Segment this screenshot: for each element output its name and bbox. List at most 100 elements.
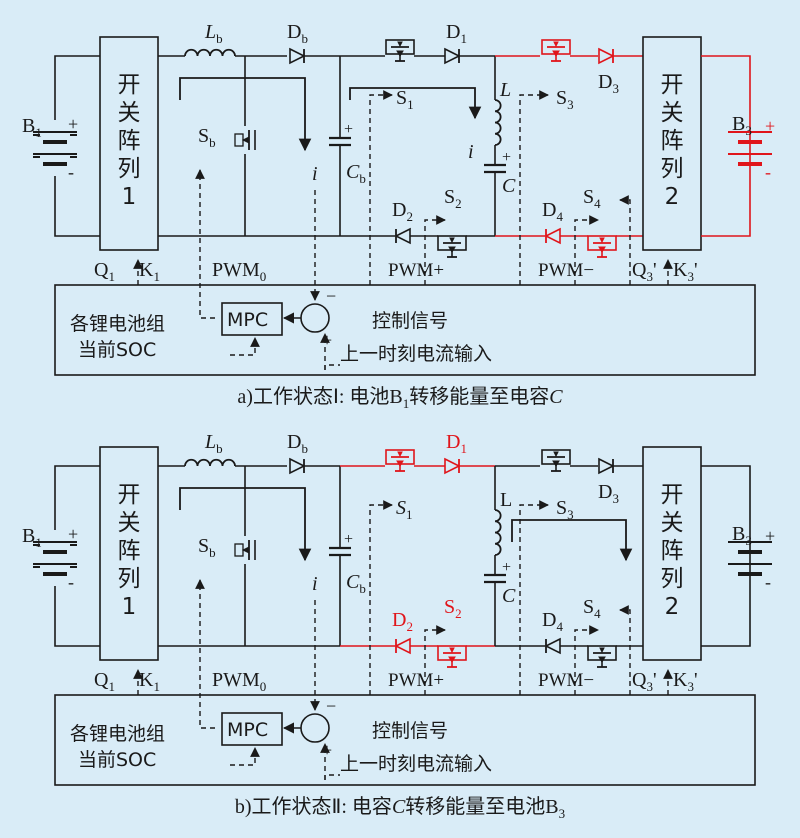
inductor-l-label: L: [499, 79, 511, 101]
mosfet-body: [437, 235, 467, 258]
signal-line: [230, 747, 260, 766]
control-signal-label: 控制信号: [372, 720, 448, 742]
label-symbol: PWM: [212, 259, 260, 281]
label-symbol: S: [396, 87, 407, 109]
mosfet-s3: [541, 449, 571, 472]
signal-line: [574, 215, 599, 285]
mosfet-arrow: [553, 41, 559, 48]
inductor-l-label: L: [500, 489, 512, 511]
array-char: 1: [122, 594, 137, 620]
label-symbol: D: [598, 481, 612, 503]
summing-junction: [300, 713, 330, 743]
array-char: 2: [665, 594, 680, 620]
mosfet-body: [541, 39, 571, 62]
label-subscript: 1: [407, 97, 414, 112]
battery-b3-label: B3: [732, 523, 752, 548]
label-subscript: b: [301, 31, 308, 46]
mosfet-s2: [437, 235, 467, 258]
inductor-lb: [184, 458, 236, 467]
capacitor-cb-label: Cb: [346, 571, 366, 596]
diode-triangle: [394, 637, 411, 655]
array-char: 列: [118, 566, 141, 592]
plus-sign: +: [344, 531, 353, 548]
capacitor-c-label: C: [502, 585, 516, 607]
label-symbol: K: [673, 669, 688, 691]
soc-label: 当前SOC: [78, 749, 156, 771]
wire: [701, 55, 751, 237]
array-char: 关: [118, 510, 141, 536]
label-symbol: D: [446, 21, 460, 43]
label-symbol: B: [732, 113, 745, 135]
label-symbol: S: [583, 596, 594, 618]
label-symbol: L: [500, 489, 512, 511]
caption-part: 转移能量至电池B: [405, 795, 558, 818]
prev-current-label: 上一时刻电流输入: [340, 753, 492, 775]
label-symbol: D: [392, 199, 406, 221]
mosfet-s1-label: S1: [396, 87, 414, 112]
label-symbol: Q: [632, 259, 647, 281]
label-subscript: 4: [556, 209, 563, 224]
signal-line: [369, 500, 393, 695]
label-symbol: K: [673, 259, 688, 281]
wire: [701, 465, 751, 647]
minus-sign: -: [68, 572, 74, 592]
diode-d3-label: D3: [598, 71, 619, 96]
label-symbol: C: [346, 161, 360, 183]
k1-label: K1: [139, 259, 160, 284]
mosfet-arrow: [449, 237, 455, 244]
switch-array-1: [99, 446, 159, 661]
diode-d3: [598, 457, 615, 475]
diode-db: [289, 457, 306, 475]
plus-sign: +: [502, 559, 511, 576]
capacitor-c: [484, 163, 506, 174]
label-subscript: 0: [260, 269, 267, 284]
label-subscript: 1: [153, 679, 160, 694]
plus-sign: +: [765, 116, 775, 136]
mosfet-s2: [437, 645, 467, 668]
plus-sign: +: [502, 149, 511, 166]
signal-line: [519, 500, 549, 695]
signal-line: [574, 625, 599, 695]
minus-sign: -: [765, 572, 771, 592]
plus-sign: +: [68, 114, 78, 134]
label-subscript: 1: [460, 31, 467, 46]
label-subscript: 4: [594, 606, 601, 621]
minus-sign: -: [68, 162, 74, 182]
array-char: 开: [118, 482, 141, 508]
label-subscript: b: [359, 171, 366, 186]
battery-b1-label: B1: [22, 525, 42, 550]
mosfet-diode: [396, 50, 404, 57]
mosfet-s2-label: S2: [444, 186, 462, 211]
label-subscript: b: [216, 441, 223, 456]
diode-triangle: [544, 227, 561, 245]
mpc-box: [221, 712, 283, 746]
q3-label: Q3': [632, 259, 657, 284]
mosfet-arrow: [599, 237, 605, 244]
battery-b1: [33, 541, 77, 576]
label-symbol: L: [499, 79, 511, 101]
signal-line: [519, 90, 549, 285]
mosfet-box: [234, 543, 244, 557]
battery-b3: [728, 541, 772, 576]
array-char: 开: [661, 482, 684, 508]
minus-sign: −: [326, 696, 336, 716]
label-subscript: 2: [455, 606, 462, 621]
plus-sign: +: [322, 330, 332, 350]
switch-array-1: [99, 36, 159, 251]
label-symbol: B: [22, 115, 35, 137]
label-subscript: 1: [406, 507, 413, 522]
diode-d2: [394, 637, 411, 655]
diode-triangle: [394, 227, 411, 245]
label-subscript: 4: [556, 619, 563, 634]
diode-triangle: [598, 457, 615, 475]
mosfet-sb: [233, 126, 257, 154]
label-subscript: 3: [646, 679, 653, 694]
caption-part: C: [392, 796, 406, 818]
pwm-minus-label: PWM−: [538, 670, 594, 691]
pwm0-label: PWM0: [212, 259, 266, 284]
caption-part: a)工作状态Ⅰ: 电池B: [237, 385, 402, 408]
mosfet-body: [385, 39, 415, 62]
